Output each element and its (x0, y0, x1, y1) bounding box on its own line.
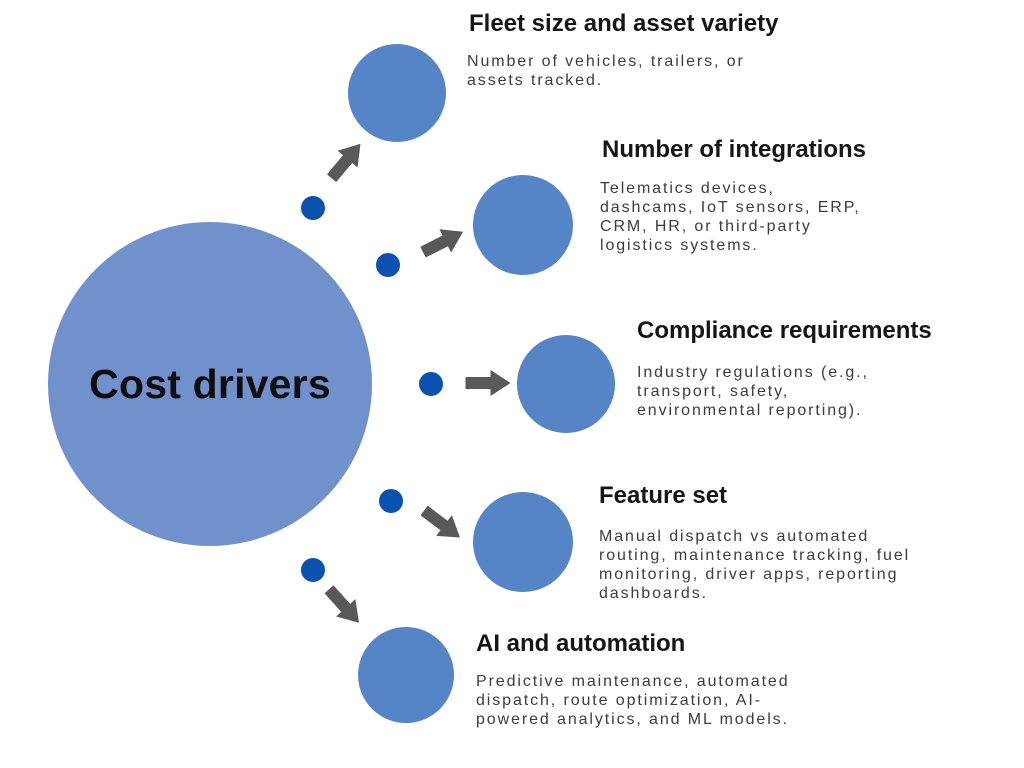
branch-node-compliance (517, 335, 615, 433)
branch-description-fleet-size: Number of vehicles, trailers, or assets … (467, 53, 745, 89)
branch-node-feature-set (473, 492, 573, 592)
branch-description-compliance: Industry regulations (e.g., transport, s… (637, 364, 869, 419)
arrow-icon-ai-automation (319, 581, 368, 632)
branch-title-ai-automation: AI and automation (476, 630, 686, 657)
connector-dot-fleet-size (301, 196, 325, 220)
branch-description-integrations: Telematics devices, dashcams, IoT sensor… (600, 180, 861, 254)
branch-title-feature-set: Feature set (599, 482, 728, 509)
arrow-icon-integrations (417, 220, 469, 264)
branch-node-integrations (473, 175, 573, 275)
branch-node-fleet-size (348, 44, 446, 142)
branch-description-feature-set: Manual dispatch vs automated routing, ma… (599, 528, 911, 602)
branch-title-compliance: Compliance requirements (637, 317, 932, 344)
arrow-icon-feature-set (416, 500, 468, 548)
connector-dot-feature-set (379, 489, 403, 513)
connector-dot-integrations (376, 253, 400, 277)
connector-dot-compliance (419, 372, 443, 396)
center-node: Cost drivers (48, 222, 372, 546)
branch-title-fleet-size: Fleet size and asset variety (469, 10, 779, 37)
branch-node-ai-automation (358, 627, 454, 723)
connector-dot-ai-automation (301, 558, 325, 582)
branch-description-ai-automation: Predictive maintenance, automated dispat… (476, 673, 790, 728)
arrow-icon-compliance (465, 370, 511, 396)
center-node-label: Cost drivers (89, 360, 331, 407)
branch-title-integrations: Number of integrations (602, 136, 867, 163)
arrow-icon-fleet-size (322, 135, 371, 186)
